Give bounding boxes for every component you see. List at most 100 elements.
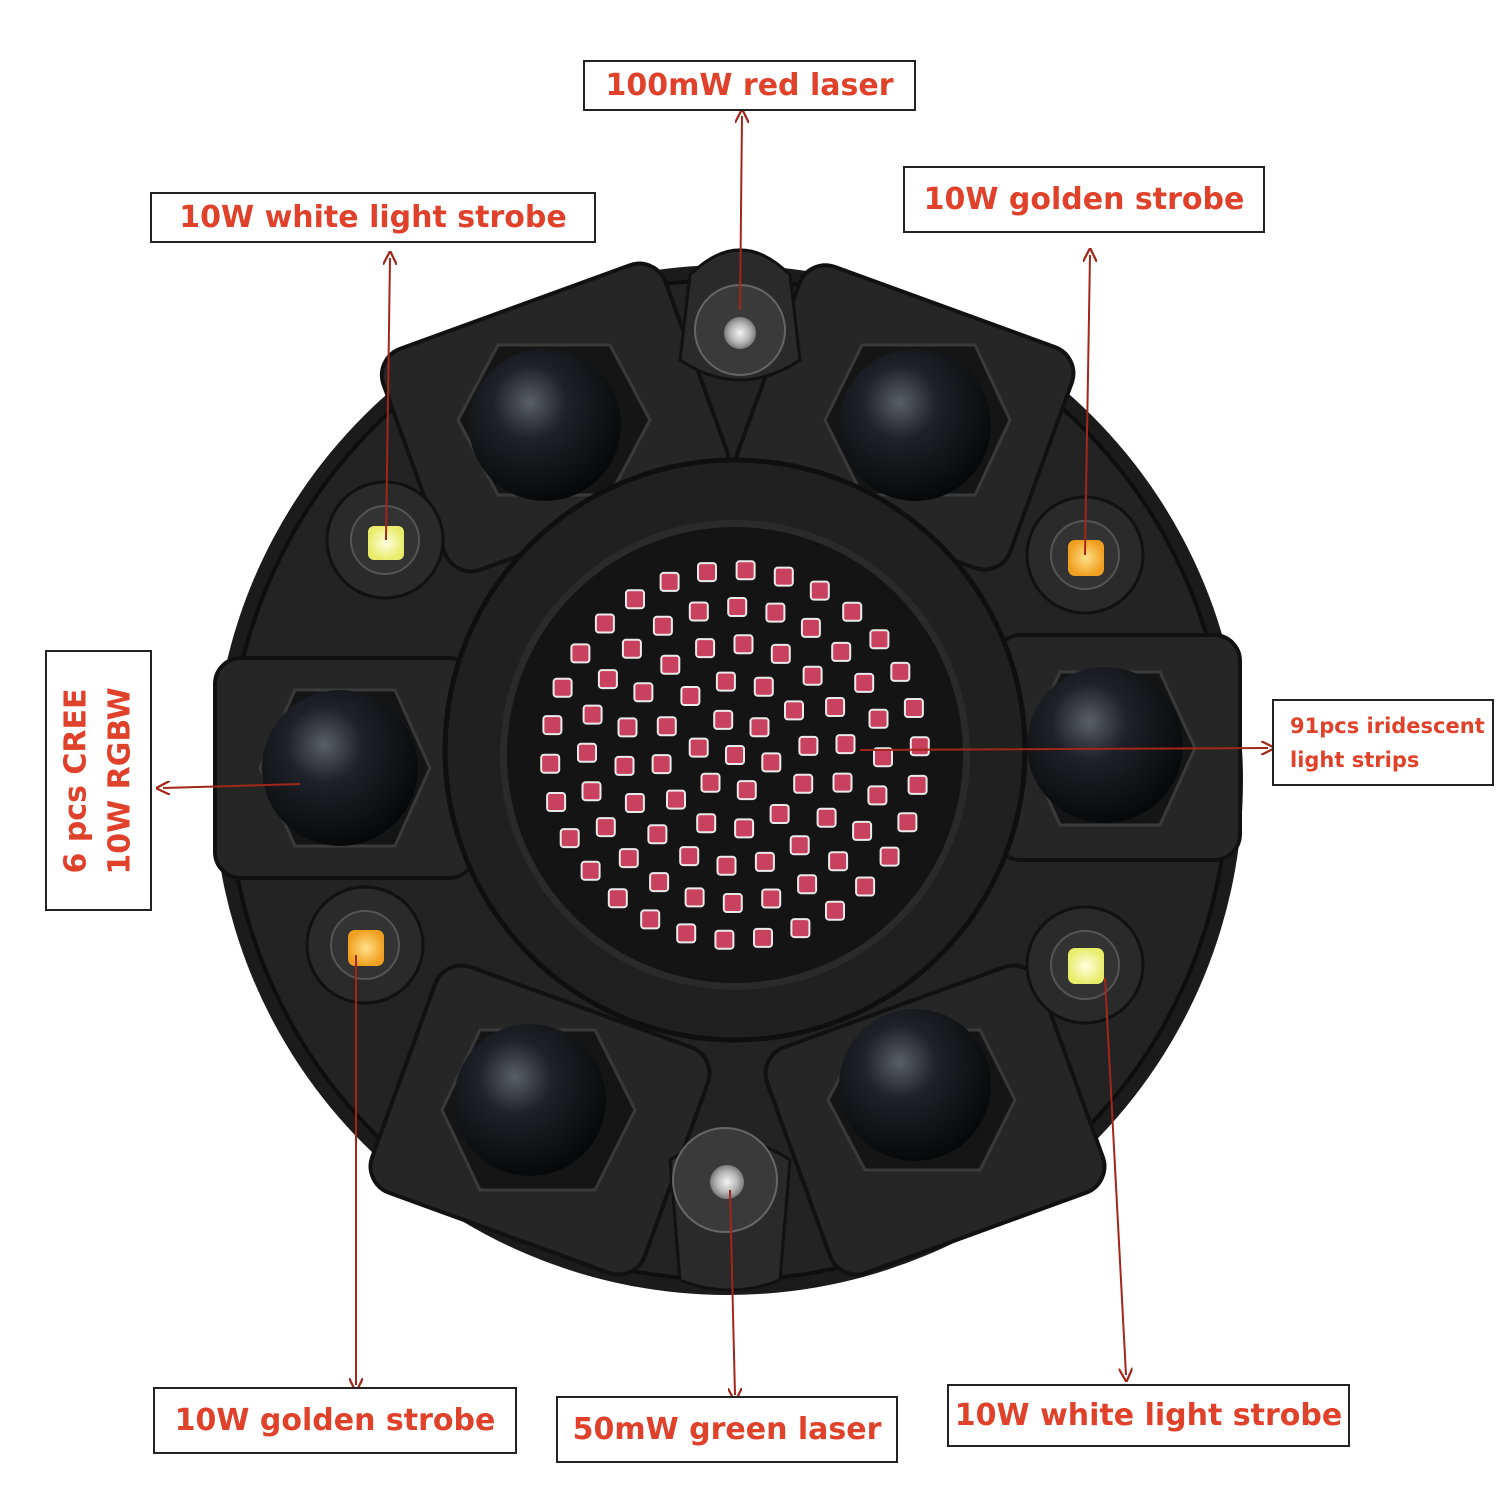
rgb-led [581,781,602,802]
strobe-pod-bottom-left [305,885,425,1005]
label-white-strobe-top-left: 10W white light strobe [150,192,596,243]
lens-top-left [469,349,621,501]
laser-pod-top [678,248,802,382]
rgb-led [542,715,563,736]
rgb-led [797,874,818,895]
rgb-led [688,601,709,622]
rgb-led [621,638,642,659]
label-led-strips-line2: light strips [1290,747,1420,772]
rgb-led [825,900,845,921]
rgb-led [697,562,717,583]
rgb-led [716,855,737,876]
label-rgbw: 6 pcs CREE 10W RGBW [45,650,152,911]
rgb-led [625,589,645,610]
rgb-led [734,818,755,839]
rgb-led [660,654,681,675]
label-golden-strobe-bottom-left: 10W golden strobe [153,1387,517,1454]
rgb-led [828,851,849,872]
arrow-led-strips [859,748,1268,750]
rgb-led [798,735,819,756]
rgb-led [890,661,911,682]
rgb-led [688,737,709,758]
rgb-led [580,860,601,881]
arrow-red-laser [740,116,742,311]
golden-strobe-led-top-right [1068,540,1104,576]
label-golden-strobe-bottom-left-text: 10W golden strobe [174,1403,496,1438]
rgb-led [793,773,814,794]
rgb-led [854,672,875,693]
rgb-led [676,923,697,944]
rgb-led [868,708,889,729]
rgb-led [727,597,748,617]
rgb-led [570,643,591,664]
rgb-led [784,700,804,721]
arrow-white-strobe-top-left [386,258,390,541]
rgb-led [546,792,567,812]
rgb-led [695,638,716,659]
rgb-led [842,601,863,622]
rgb-led [736,780,757,801]
rgb-led [765,602,786,623]
rgb-led [680,686,701,706]
label-rgbw-line1: 6 pcs CREE [58,688,94,873]
label-white-strobe-bottom-right-text: 10W white light strobe [954,1398,1343,1433]
rgb-led [624,793,645,813]
rgb-led [617,717,638,738]
rgb-led [831,641,852,662]
rgb-led [666,789,686,810]
label-green-laser-text: 50mW green laser [572,1412,882,1447]
rgb-led [540,753,561,774]
rgb-led [903,698,924,718]
label-rgbw-line2: 10W RGBW [102,686,138,875]
rgb-led [607,888,628,909]
led-grid [540,560,930,950]
rgb-led [559,828,580,849]
green-laser-aperture [710,1165,744,1199]
rgb-led [713,709,734,730]
label-led-strips-line1: 91pcs iridescent [1290,713,1485,738]
rgb-led [614,755,635,776]
arrow-rgbw [163,784,301,788]
rgb-led [722,893,743,913]
rgb-led [897,812,918,833]
golden-strobe-led-bottom-left [348,930,384,966]
label-white-strobe-bottom-right: 10W white light strobe [947,1384,1350,1447]
rgb-led [696,813,717,834]
rgb-led [577,742,597,763]
rgb-led [735,560,756,581]
rgb-led [679,846,700,867]
rgb-led [855,876,876,897]
rgb-led [790,918,811,939]
rgb-led [749,717,770,738]
label-led-strips: 91pcs iridescent light strips [1272,699,1494,786]
rgb-led [873,747,893,768]
arrow-golden-strobe-top-right [1085,255,1090,556]
rgb-led [769,804,790,824]
red-laser-aperture [724,317,756,349]
rgb-led [684,887,705,908]
arrow-green-laser [730,1189,735,1395]
label-golden-strobe-top-right: 10W golden strobe [903,166,1265,233]
rgb-led [595,817,616,838]
rgb-led [652,615,673,636]
arrow-white-strobe-bottom-right [1104,977,1126,1375]
label-golden-strobe-top-right-text: 10W golden strobe [923,182,1245,217]
rgb-led [802,665,823,686]
rgb-led [800,617,821,638]
rgb-led [809,580,830,601]
lens-right [1027,667,1183,823]
rgb-led [832,772,853,793]
rgb-led [700,772,721,793]
lens-bottom-right [839,1009,991,1161]
rgb-led [715,671,736,692]
rgb-led [789,835,810,856]
rgb-led [867,785,888,806]
rgb-led [552,677,573,698]
pointer-arrows [163,116,1268,1395]
rgbw-head-bottom-left [368,963,712,1277]
lens-bottom-left [454,1024,606,1176]
rgb-led [753,927,773,948]
rgb-led [773,566,794,587]
label-green-laser: 50mW green laser [556,1396,898,1463]
